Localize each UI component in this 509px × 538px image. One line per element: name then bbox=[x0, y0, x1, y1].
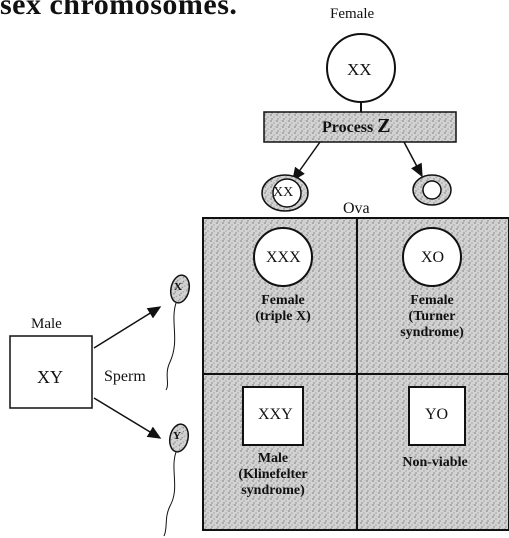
process-letter: Z bbox=[377, 115, 390, 137]
cell-xo-genotype: XO bbox=[421, 250, 444, 266]
cell-xxy-genotype: XXY bbox=[258, 407, 293, 423]
cell-xxx-genotype: XXX bbox=[266, 250, 301, 266]
arrow-to-ovum-xx bbox=[293, 142, 320, 180]
process-label: Process Z bbox=[322, 116, 391, 136]
arrow-to-sperm-x bbox=[94, 307, 160, 348]
cell-xxx-desc-line2: (triple X) bbox=[243, 309, 323, 325]
sperm-x-chromosome: X bbox=[174, 282, 182, 293]
cell-xxy-desc-line3: syndrome) bbox=[233, 483, 313, 499]
male-title: Male bbox=[31, 317, 62, 332]
cell-yo-desc: Non-viable bbox=[390, 455, 480, 471]
ova-label: Ova bbox=[343, 201, 370, 217]
process-word: Process bbox=[322, 119, 373, 136]
cell-xo-desc-line2: (Turner bbox=[392, 309, 472, 325]
cell-xxy-desc: Male (Klinefelter syndrome) bbox=[233, 451, 313, 499]
cell-xxx-desc-line1: Female bbox=[243, 293, 323, 309]
female-title: Female bbox=[330, 7, 374, 22]
cell-xo-desc-line3: syndrome) bbox=[392, 325, 472, 341]
header-text: sex chromosomes. bbox=[0, 0, 237, 20]
ovum-xx-genotype: XX bbox=[273, 186, 293, 200]
sperm-y-chromosome: Y bbox=[173, 431, 181, 442]
cell-xxy-desc-line1: Male bbox=[233, 451, 313, 467]
cell-xo-desc-line1: Female bbox=[392, 293, 472, 309]
cell-yo-genotype: YO bbox=[425, 407, 448, 423]
female-genotype: XX bbox=[347, 61, 372, 78]
male-genotype: XY bbox=[37, 368, 63, 386]
ovum-empty-nucleus bbox=[423, 181, 441, 199]
cell-yo-desc-line1: Non-viable bbox=[390, 455, 480, 471]
cell-xxy-desc-line2: (Klinefelter bbox=[233, 467, 313, 483]
cell-xo-desc: Female (Turner syndrome) bbox=[392, 293, 472, 341]
cell-xxx-desc: Female (triple X) bbox=[243, 293, 323, 325]
arrow-to-ovum-empty bbox=[404, 142, 422, 176]
arrow-to-sperm-y bbox=[94, 398, 160, 438]
sperm-label: Sperm bbox=[104, 369, 146, 385]
